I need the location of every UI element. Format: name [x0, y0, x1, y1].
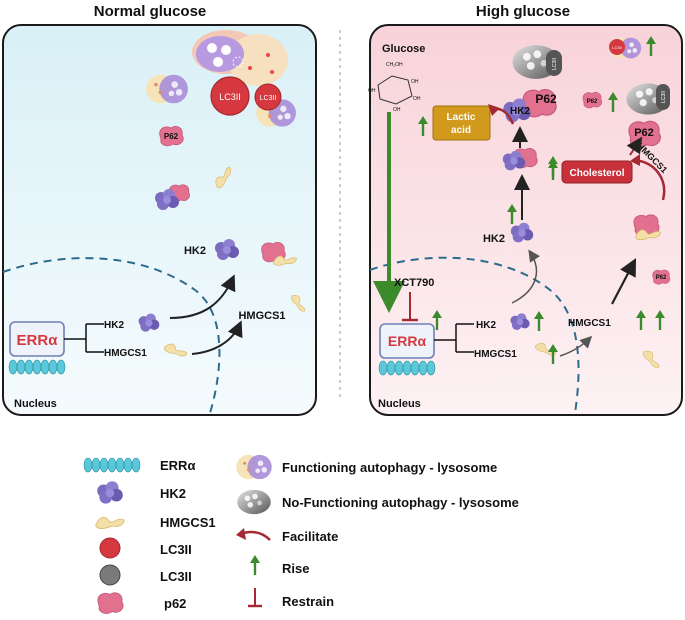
hk2-in-label-left: HK2	[104, 320, 124, 331]
hk2-in-label-right: HK2	[476, 320, 496, 331]
nonfunctioning-lysosome-top: LC3II	[512, 45, 562, 79]
high-glucose-title: High glucose	[476, 3, 570, 20]
legend-lc3ii-red: LC3II	[160, 542, 192, 557]
legend-rise: Rise	[282, 561, 309, 576]
svg-text:LC3II: LC3II	[219, 92, 241, 102]
functioning-lysosome-large	[192, 30, 288, 86]
svg-text:P62: P62	[587, 99, 598, 105]
legend-lc3ii-grey: LC3II	[160, 569, 192, 584]
hk2-out-label: HK2	[184, 245, 206, 257]
nonfunctioning-lysosome-right: LC3II	[626, 83, 670, 115]
normal-glucose-title: Normal glucose	[94, 3, 207, 20]
p62-hmgcs1-complex-right	[633, 214, 661, 241]
legend-functioning: Functioning autophagy - lysosome	[282, 460, 497, 475]
hk2-top-label: HK2	[510, 106, 530, 117]
normal-glucose-panel: LC3II LC3II P62 HK2 HMGCS1 ERRα HK2 HMGC…	[2, 24, 317, 416]
legend-rise-icon	[250, 555, 260, 575]
svg-text:OH: OH	[411, 79, 419, 85]
svg-text:LC3II: LC3II	[612, 45, 622, 50]
erra-box-right	[379, 323, 435, 359]
svg-text:LC3II: LC3II	[260, 95, 277, 102]
legend-facilitate: Facilitate	[282, 529, 338, 544]
legend-hk2: HK2	[160, 486, 186, 501]
svg-text:OH: OH	[393, 107, 401, 113]
svg-text:acid: acid	[451, 125, 471, 136]
svg-text:CH₂OH: CH₂OH	[386, 62, 403, 68]
svg-text:Cholesterol: Cholesterol	[569, 168, 624, 179]
legend-hmgcs1: HMGCS1	[160, 515, 216, 530]
svg-text:P62: P62	[656, 275, 667, 281]
hmgcs1-in-label-left: HMGCS1	[104, 348, 147, 359]
nuclear-envelope-right	[369, 256, 580, 414]
legend-restrain: Restrain	[282, 594, 334, 609]
legend-p62: p62	[164, 596, 186, 611]
lc3ii-red-b: LC3II	[254, 83, 282, 111]
lc3ii-red-a: LC3II	[210, 76, 250, 116]
legend-dna-icon	[83, 457, 141, 473]
legend-hk2-icon	[97, 481, 123, 504]
svg-text:OH: OH	[413, 96, 421, 102]
legend-nonfunctioning-icon	[237, 489, 271, 515]
legend-lc3ii-grey-icon	[99, 564, 121, 586]
p62-top-label: P62	[535, 92, 557, 106]
cell-membrane-left	[2, 24, 317, 416]
hmgcs1-out-label: HMGCS1	[238, 310, 285, 322]
glucose-molecule: CH₂OH OH OH OH OH	[368, 62, 421, 113]
hmgcs1-out-label-right: HMGCS1	[568, 318, 611, 329]
erra-label-left: ERRα	[17, 332, 59, 349]
legend-nonfunctioning: No-Functioning autophagy - lysosome	[282, 495, 519, 510]
legend-functioning-icon	[236, 454, 272, 480]
hmgcs1-in-label-right: HMGCS1	[474, 349, 517, 360]
p62-left-label: P62	[164, 132, 179, 141]
legend-lc3ii-red-icon	[99, 537, 121, 559]
svg-text:OH: OH	[368, 88, 376, 94]
legend-p62-icon	[97, 592, 124, 614]
legend-erra: ERRα	[160, 458, 195, 473]
erra-label-right: ERRα	[388, 333, 427, 349]
nucleus-label-left: Nucleus	[14, 398, 57, 410]
svg-text:LC3II: LC3II	[661, 91, 667, 103]
legend-hmgcs1-icon	[95, 516, 125, 530]
cholesterol-box	[561, 160, 633, 184]
nuclear-envelope-left	[2, 257, 221, 414]
hk2-mid-label: HK2	[483, 233, 505, 245]
high-glucose-panel: Glucose CH₂OH OH OH OH OH LC3II P62 HK2 …	[368, 24, 683, 416]
nucleus-label-right: Nucleus	[378, 398, 421, 410]
xct790-label: XCT790	[394, 277, 434, 289]
glucose-label: Glucose	[382, 43, 425, 55]
legend: ERRα HK2 HMGCS1 LC3II LC3II p62 Function…	[83, 454, 519, 614]
functioning-lysosome-small	[146, 74, 188, 104]
lactic-acid-box	[432, 105, 491, 141]
svg-text:Lactic: Lactic	[447, 112, 476, 123]
svg-text:LC3II: LC3II	[552, 58, 558, 70]
p62-right-label: P62	[634, 127, 654, 139]
